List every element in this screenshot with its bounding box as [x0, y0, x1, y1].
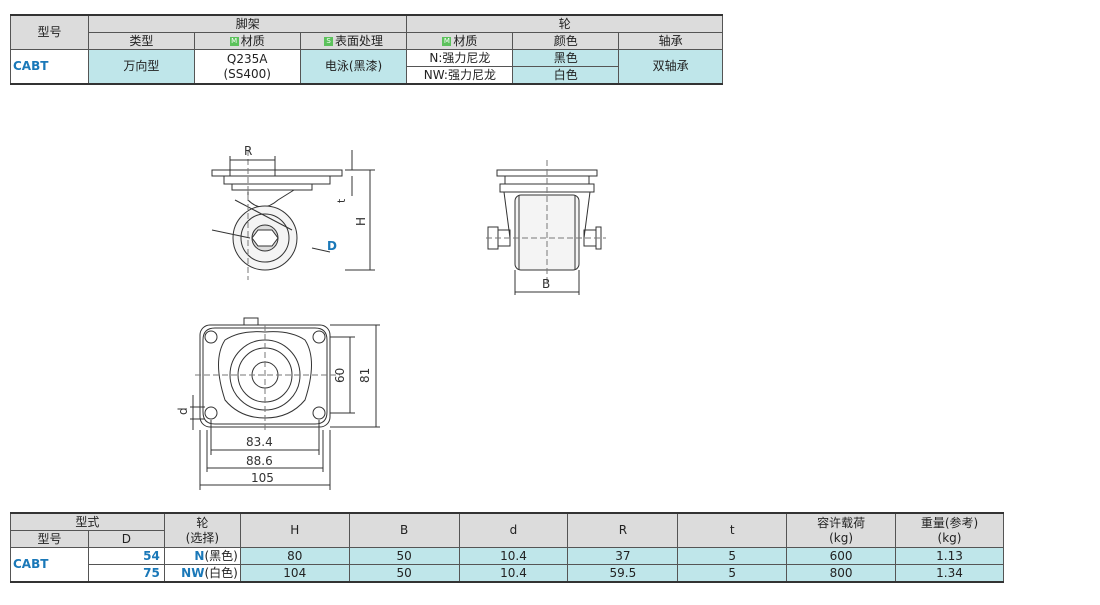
label-D: D — [327, 239, 337, 253]
material-badge: M — [229, 36, 239, 46]
table-cell-load: 800 — [786, 564, 897, 583]
surface-badge: S — [324, 36, 334, 46]
table-row-wheel: NW(白色) — [163, 564, 241, 583]
model-cell: CABT — [10, 547, 89, 583]
label-H: H — [354, 217, 368, 226]
front-view — [486, 160, 606, 295]
table-cell-H: 80 — [239, 547, 350, 565]
side-view — [211, 150, 375, 280]
col-H-header: H — [239, 512, 350, 548]
table-cell-B: 50 — [348, 564, 460, 583]
table-cell-R: 37 — [567, 547, 679, 565]
table-row-D: 54 — [87, 547, 165, 565]
table-cell-weight: 1.34 — [895, 564, 1004, 583]
surface-cell: 电泳(黑漆) — [299, 49, 408, 85]
label-d: d — [176, 407, 190, 415]
table-cell-d: 10.4 — [458, 547, 569, 565]
wheel-material-badge: M — [442, 36, 452, 46]
formula-header: 型式 — [10, 512, 165, 531]
label-R: R — [244, 144, 252, 158]
wheel-n-cell: N:强力尼龙 — [406, 49, 514, 67]
col-t-header: t — [677, 512, 788, 548]
col-B-header: B — [348, 512, 460, 548]
dim-105: 105 — [251, 471, 274, 485]
table-cell-B: 50 — [348, 547, 460, 565]
table-cell-weight: 1.13 — [895, 547, 1004, 565]
model-header: 型号 — [10, 530, 89, 548]
table-cell-t: 5 — [677, 547, 788, 565]
bearing-cell: 双轴承 — [618, 49, 723, 85]
table-cell-load: 600 — [786, 547, 897, 565]
table-cell-R: 59.5 — [567, 564, 679, 583]
dim-83-4: 83.4 — [246, 435, 273, 449]
table-cell-d: 10.4 — [458, 564, 569, 583]
load-header: 容许载荷(kg) — [786, 512, 897, 548]
size-table: 型式 轮(选择) H B d R t 容许载荷(kg) 重量(参考)(kg) 型… — [10, 512, 1004, 583]
color-black-cell: 黑色 — [512, 49, 620, 67]
table-row-wheel: N(黑色) — [163, 547, 241, 565]
type-header: 类型 — [87, 32, 195, 50]
model-header: 型号 — [10, 14, 89, 50]
frame-header: 脚架 — [87, 14, 408, 33]
dim-81: 81 — [358, 368, 372, 383]
weight-header: 重量(参考)(kg) — [895, 512, 1004, 548]
model-cell: CABT — [10, 49, 89, 85]
table-row-D: 75 — [87, 564, 165, 583]
bearing-header: 轴承 — [618, 32, 723, 50]
col-R-header: R — [567, 512, 679, 548]
d-header: D — [87, 530, 165, 548]
color-white-cell: 白色 — [512, 66, 620, 85]
dim-88-6: 88.6 — [246, 454, 273, 468]
top-view — [190, 317, 380, 490]
table-cell-H: 104 — [239, 564, 350, 583]
dim-60: 60 — [333, 368, 347, 383]
label-t: t — [335, 198, 348, 203]
wheel-nw-cell: NW:强力尼龙 — [406, 66, 514, 85]
col-d-header: d — [458, 512, 569, 548]
material-cell: Q235A(SS400) — [193, 49, 301, 85]
color-header: 颜色 — [512, 32, 620, 50]
label-B: B — [542, 277, 550, 291]
table-cell-t: 5 — [677, 564, 788, 583]
wheel-select-header: 轮(选择) — [163, 512, 241, 548]
